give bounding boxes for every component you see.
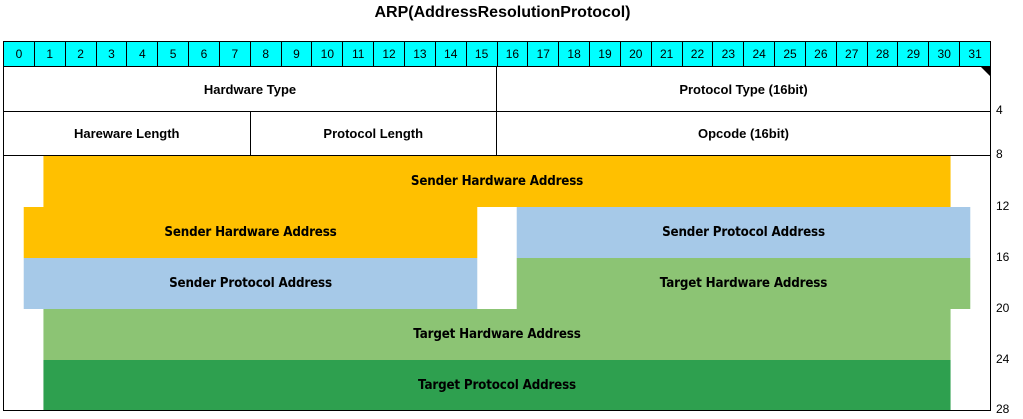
corner-marker-icon [981, 67, 990, 76]
byte-offset-4: 4 [996, 103, 1003, 117]
field-hardware-type: Hardware Type [4, 67, 497, 111]
bit-cell-20: 20 [620, 42, 652, 66]
bit-cell-2: 2 [65, 42, 97, 66]
bit-cell-11: 11 [343, 42, 375, 66]
bit-cell-10: 10 [312, 42, 344, 66]
bit-cell-31: 31 [960, 42, 990, 66]
bit-cell-15: 15 [466, 42, 498, 66]
bit-cell-8: 8 [250, 42, 282, 66]
bit-cell-4: 4 [127, 42, 159, 66]
bit-cell-18: 18 [559, 42, 591, 66]
bit-cell-14: 14 [435, 42, 467, 66]
bit-cell-21: 21 [651, 42, 683, 66]
field-sender-protocol-address: Sender Protocol Address [23, 258, 478, 309]
bit-cell-27: 27 [836, 42, 868, 66]
bit-cell-3: 3 [96, 42, 128, 66]
bit-cell-30: 30 [929, 42, 961, 66]
field-target-hardware-address: Target Hardware Address [516, 258, 971, 309]
bit-cell-29: 29 [898, 42, 930, 66]
field-sender-protocol-address: Sender Protocol Address [516, 207, 971, 258]
bit-cell-16: 16 [497, 42, 529, 66]
byte-offset-16: 16 [996, 250, 1010, 264]
byte-offset-28: 28 [996, 402, 1010, 416]
bit-cell-1: 1 [34, 42, 66, 66]
bit-ruler: 0 1 2 3 4 5 6 7 8 9 10 11 12 13 14 15 16… [4, 42, 990, 67]
byte-offset-8: 8 [996, 147, 1003, 161]
bit-cell-17: 17 [528, 42, 560, 66]
bit-cell-25: 25 [775, 42, 806, 66]
field-target-protocol-address: Target Protocol Address [43, 360, 951, 410]
row-sender-hardware-address-2: Sender Hardware Address Sender Protocol … [4, 207, 990, 258]
row-hardware-type: Hardware Type Protocol Type (16bit) [4, 67, 990, 111]
byte-offset-12: 12 [996, 199, 1010, 213]
bit-cell-22: 22 [682, 42, 714, 66]
field-protocol-type: Protocol Type (16bit) [497, 67, 990, 111]
field-protocol-length: Protocol Length [250, 112, 497, 155]
bit-cell-13: 13 [404, 42, 436, 66]
bit-cell-7: 7 [219, 42, 251, 66]
row-sender-protocol-address-2: Sender Protocol Address Target Hardware … [4, 258, 990, 309]
field-sender-hardware-address: Sender Hardware Address [43, 156, 951, 207]
bit-cell-0: 0 [4, 42, 35, 66]
bit-cell-19: 19 [590, 42, 621, 66]
bit-cell-9: 9 [281, 42, 313, 66]
byte-offset-24: 24 [996, 352, 1010, 366]
row-target-hardware-address-2: Target Hardware Address [4, 309, 990, 360]
field-target-hardware-address: Target Hardware Address [43, 309, 951, 360]
page-title: ARP(AddressResolutionProtocol) [374, 4, 631, 21]
bit-cell-26: 26 [805, 42, 837, 66]
arp-packet-diagram: 0 1 2 3 4 5 6 7 8 9 10 11 12 13 14 15 16… [3, 41, 991, 411]
field-sender-hardware-address: Sender Hardware Address [23, 207, 478, 258]
row-lengths-opcode: Hareware Length Protocol Length Opcode (… [4, 111, 990, 155]
field-hardware-length: Hareware Length [4, 112, 251, 155]
bit-cell-6: 6 [189, 42, 220, 66]
byte-offset-20: 20 [996, 301, 1010, 315]
bit-cell-23: 23 [713, 42, 745, 66]
byte-offset-scale: 4 8 12 16 20 24 28 [996, 41, 1023, 419]
field-opcode: Opcode (16bit) [497, 112, 990, 155]
row-sender-hardware-address-1: Sender Hardware Address [4, 155, 990, 207]
bit-cell-12: 12 [374, 42, 405, 66]
bit-cell-24: 24 [744, 42, 776, 66]
bit-cell-28: 28 [867, 42, 899, 66]
row-target-protocol-address: Target Protocol Address [4, 360, 990, 410]
bit-cell-5: 5 [158, 42, 190, 66]
